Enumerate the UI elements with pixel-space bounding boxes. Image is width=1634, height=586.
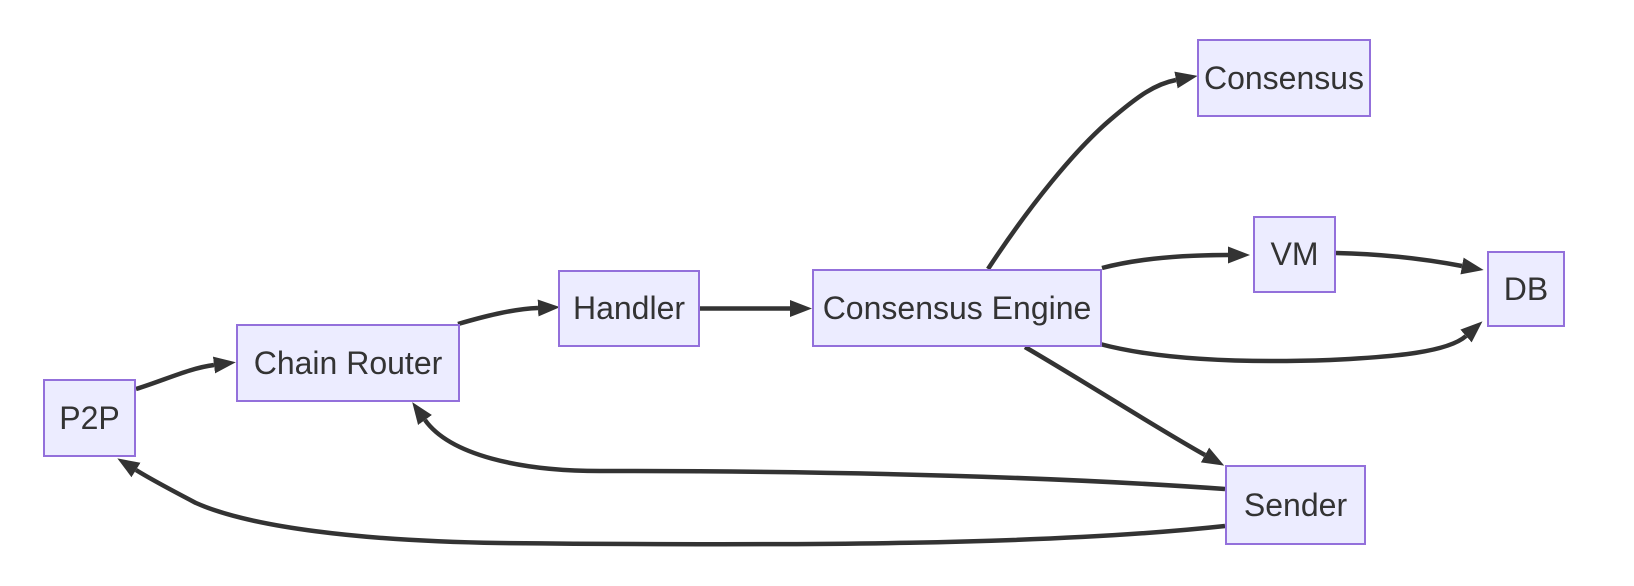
node-consensus: Consensus (1197, 39, 1371, 117)
edge-sender-to-chain-router (412, 402, 1226, 492)
edge-consensus-engine-to-vm (1101, 246, 1250, 271)
node-label-vm: VM (1270, 236, 1319, 273)
edge-consensus-engine-to-sender (1023, 345, 1225, 466)
edge-consensus-engine-to-db (1099, 321, 1483, 364)
edge-consensus-engine-to-consensus (986, 71, 1198, 271)
edge-group (117, 71, 1484, 547)
edge-vm-to-db (1335, 250, 1484, 275)
node-db: DB (1487, 251, 1565, 327)
node-p2p: P2P (43, 379, 136, 457)
edge-sender-to-p2p (117, 458, 1226, 547)
node-label-sender: Sender (1243, 486, 1348, 523)
node-handler: Handler (558, 270, 700, 347)
node-sender: Sender (1225, 465, 1366, 545)
node-label-p2p: P2P (59, 399, 120, 436)
node-chain-router: Chain Router (236, 324, 460, 402)
node-consensus-engine: Consensus Engine (812, 269, 1102, 347)
node-label-consensus-engine: Consensus Engine (822, 289, 1092, 326)
node-label-chain-router: Chain Router (253, 344, 443, 381)
node-vm: VM (1253, 216, 1336, 293)
node-label-handler: Handler (572, 290, 686, 327)
node-label-db: DB (1503, 270, 1549, 307)
node-label-consensus: Consensus (1203, 59, 1365, 96)
edge-chain-router-to-handler (457, 299, 560, 327)
edge-p2p-to-chain-router (135, 356, 236, 392)
